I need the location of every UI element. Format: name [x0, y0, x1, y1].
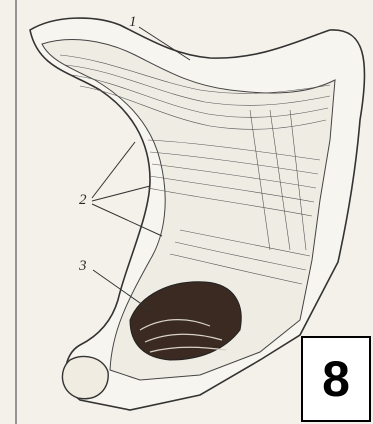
callout-label-3: 3 [79, 258, 87, 275]
callout-label-2: 2 [79, 192, 87, 209]
callout-label-1: 1 [129, 14, 137, 31]
pylorus [62, 356, 108, 398]
page-number: 8 [322, 350, 350, 408]
page-number-box: 8 [301, 336, 371, 422]
